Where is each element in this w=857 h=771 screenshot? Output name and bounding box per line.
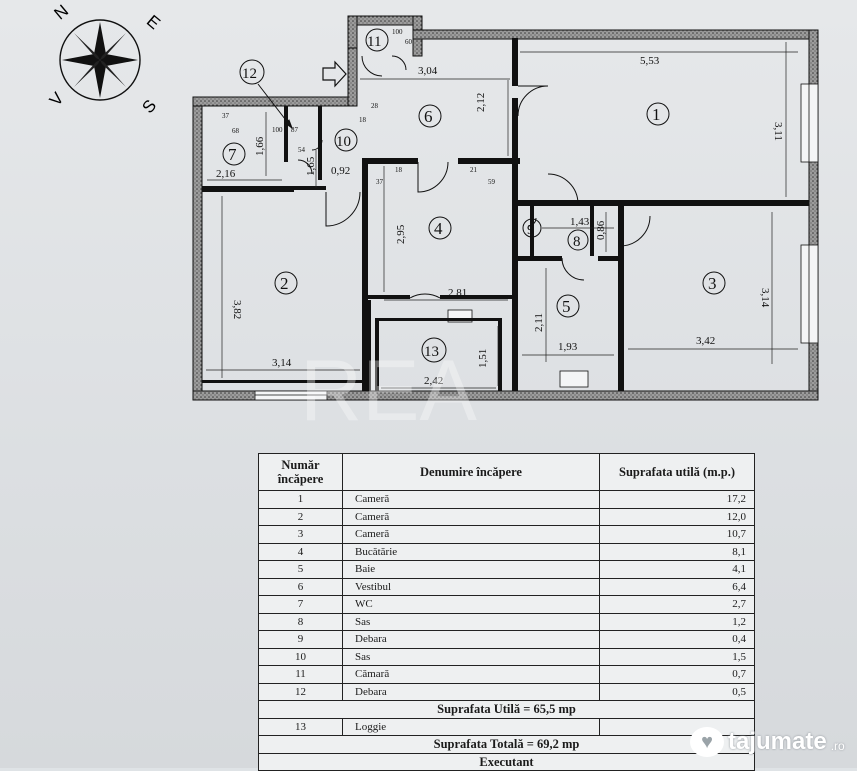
svg-text:100: 100 bbox=[272, 126, 283, 134]
header-area: Suprafata utilă (m.p.) bbox=[599, 453, 755, 491]
room-markers bbox=[222, 28, 726, 363]
room-12-label: 12 bbox=[242, 66, 257, 82]
svg-text:60: 60 bbox=[405, 38, 413, 46]
compass-north-label: N bbox=[51, 1, 73, 23]
svg-text:68: 68 bbox=[232, 127, 240, 135]
room-10-label: 10 bbox=[336, 134, 351, 150]
entrance-arrow-icon bbox=[322, 60, 347, 88]
dim-2-16: 2,16 bbox=[216, 168, 236, 180]
dim-3-04: 3,04 bbox=[418, 65, 438, 77]
dim-1-51: 1,51 bbox=[477, 349, 489, 368]
room-6-label: 6 bbox=[424, 107, 433, 126]
dim-2-42: 2,42 bbox=[424, 375, 443, 387]
svg-text:54: 54 bbox=[298, 146, 306, 154]
room-9-label: 9 bbox=[527, 223, 534, 238]
table-header-row: Număr încăpere Denumire încăpere Suprafa… bbox=[258, 453, 755, 491]
dim-3-14-room3: 3,14 bbox=[759, 288, 771, 308]
compass-east-label: E bbox=[143, 11, 164, 33]
floor-plan: N E S V bbox=[46, 1, 819, 439]
dim-3-11: 3,11 bbox=[772, 122, 784, 141]
svg-text:59: 59 bbox=[488, 178, 496, 186]
exterior-walls bbox=[192, 15, 819, 401]
plan-watermark: REA bbox=[300, 343, 477, 439]
room-1-label: 1 bbox=[652, 105, 661, 124]
dim-1-93: 1,93 bbox=[558, 341, 578, 353]
compass-south-label: S bbox=[138, 96, 160, 117]
leader-arrow bbox=[257, 83, 294, 130]
header-nr: Număr încăpere bbox=[258, 453, 343, 491]
windows bbox=[254, 83, 819, 401]
wall-thickness-marks: 100 60 28 18 37 68 100 87 54 37 18 21 59 bbox=[222, 28, 496, 186]
total-area-row: Suprafata Totală = 69,2 mp bbox=[258, 735, 755, 754]
dim-5-53: 5,53 bbox=[640, 55, 660, 67]
room-4-label: 4 bbox=[434, 219, 443, 238]
room-schedule-table: Număr încăpere Denumire încăpere Suprafa… bbox=[258, 453, 755, 771]
usable-area-total-row: Suprafata Utilă = 65,5 mp bbox=[258, 700, 755, 719]
svg-text:18: 18 bbox=[395, 166, 403, 174]
compass-west-label: V bbox=[46, 88, 68, 109]
dim-3-82: 3,82 bbox=[231, 300, 243, 319]
compass-rose: N E S V bbox=[46, 1, 164, 117]
usable-area-total: Suprafata Utilă = 65,5 mp bbox=[258, 700, 755, 719]
dim-2-12: 2,12 bbox=[475, 93, 487, 112]
dim-1-66: 1,66 bbox=[254, 136, 266, 156]
room-3-label: 3 bbox=[708, 274, 717, 293]
heart-icon: ♥ bbox=[690, 727, 724, 757]
svg-text:28: 28 bbox=[371, 102, 379, 110]
svg-text:21: 21 bbox=[470, 166, 478, 174]
dimension-labels: 3,04 5,53 3,11 2,12 2,16 1,66 1,65 0,92 … bbox=[216, 55, 784, 387]
room-5-label: 5 bbox=[562, 297, 571, 316]
header-name: Denumire încăpere bbox=[342, 453, 600, 491]
svg-text:37: 37 bbox=[222, 112, 230, 120]
interior-walls bbox=[202, 38, 809, 391]
dim-0-86: 0,86 bbox=[595, 220, 607, 240]
dim-2-81: 2,81 bbox=[448, 287, 467, 299]
dim-1-65: 1,65 bbox=[305, 156, 317, 176]
site-watermark: ♥ tajumate .ro bbox=[690, 722, 850, 762]
dim-0-92: 0,92 bbox=[331, 165, 350, 177]
dim-3-42: 3,42 bbox=[696, 335, 715, 347]
door-swings bbox=[297, 55, 651, 299]
svg-text:100: 100 bbox=[392, 28, 403, 36]
dim-2-95: 2,95 bbox=[395, 224, 407, 244]
room-7-label: 7 bbox=[228, 145, 237, 164]
svg-text:87: 87 bbox=[291, 126, 299, 134]
site-watermark-name: tajumate bbox=[728, 728, 827, 755]
room-13-label: 13 bbox=[424, 344, 439, 360]
site-watermark-suffix: .ro bbox=[830, 739, 845, 753]
room-11-label: 11 bbox=[367, 34, 381, 50]
dimension-lines bbox=[206, 42, 798, 389]
room-2-label: 2 bbox=[280, 274, 289, 293]
room-8-label: 8 bbox=[573, 234, 581, 250]
dim-3-14: 3,14 bbox=[272, 357, 292, 369]
dim-2-11: 2,11 bbox=[533, 313, 545, 332]
svg-text:18: 18 bbox=[359, 116, 367, 124]
room-numbers: 1 2 3 4 5 6 7 8 9 10 11 12 13 bbox=[228, 34, 717, 360]
total-area: Suprafata Totală = 69,2 mp bbox=[258, 735, 755, 754]
svg-text:37: 37 bbox=[376, 178, 384, 186]
dim-1-43: 1,43 bbox=[570, 216, 590, 228]
